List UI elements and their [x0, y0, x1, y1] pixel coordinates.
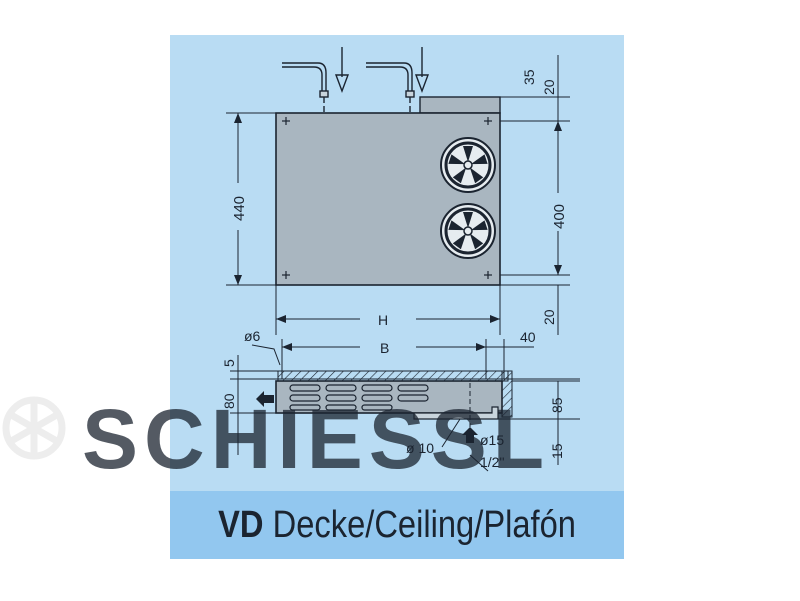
dimension-35-20: [554, 55, 562, 122]
dimension-85-15: [498, 380, 580, 465]
dim-440-label: 440: [231, 196, 248, 221]
mounting-type: Decke/Ceiling/Plafón: [272, 503, 576, 546]
dim-80-label: 80: [221, 393, 237, 409]
dimension-440: 440: [231, 113, 248, 285]
fan-icon: [440, 137, 496, 193]
dimension-400: 400: [551, 121, 568, 275]
dim-400-label: 400: [551, 204, 568, 229]
caption-bar: VD Decke/Ceiling/Plafón: [170, 491, 624, 559]
wall-hatching: [501, 370, 513, 418]
dim-15-label: 15: [549, 443, 565, 459]
dim-20-mid-label: 20: [541, 309, 557, 325]
drain-tray: [413, 406, 499, 420]
coil-slots: [289, 384, 429, 411]
dim-phi6-label: ø6: [244, 328, 261, 344]
dim-b-label: B: [380, 340, 389, 356]
dim-85-label: 85: [549, 397, 565, 413]
dim-phi15-label: ø15: [480, 432, 504, 448]
fan-icon: [440, 203, 496, 259]
mounting-holes: [282, 117, 492, 279]
dimension-h: H: [276, 312, 500, 328]
dim-35-label: 35: [521, 69, 537, 85]
dimension-5-80: [230, 355, 278, 455]
ceiling-hatching: [277, 370, 509, 382]
drawing-panel: 440 35 20 400 20 H B: [170, 35, 624, 491]
flow-arrow-left: [334, 47, 350, 93]
snowflake-icon: [2, 396, 66, 460]
unit-housing-side-view: [275, 380, 503, 414]
dimension-b: B: [282, 340, 486, 356]
leader-phi10: [441, 418, 461, 448]
dim-5-label: 5: [221, 359, 237, 367]
model-code: VD: [218, 503, 264, 546]
caption: VD Decke/Ceiling/Plafón: [218, 504, 576, 547]
air-inlet-arrow-icon: [462, 427, 478, 443]
dim-phi10-label: ø 10: [406, 440, 434, 456]
top-connection-block: [419, 96, 501, 114]
dim-h-label: H: [378, 312, 388, 328]
dim-half-inch-label: 1/2": [480, 454, 504, 470]
air-outlet-arrow-icon: [256, 391, 274, 407]
technical-drawing: 440 35 20 400 20 H B: [170, 35, 624, 491]
dim-20-top-label: 20: [541, 79, 557, 95]
dim-40-label: 40: [520, 329, 536, 345]
flow-arrow-right: [414, 47, 430, 93]
leader-half-inch: [469, 454, 489, 472]
